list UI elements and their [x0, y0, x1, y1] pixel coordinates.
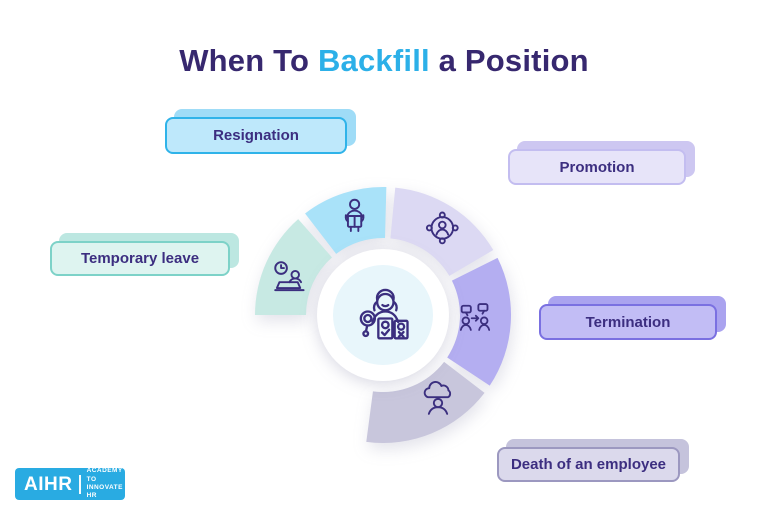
wheel-segments [254, 186, 511, 443]
segment-promotion [390, 187, 494, 276]
aihr-logo-divider [79, 474, 81, 494]
label-temporary-leave: Temporary leave [50, 241, 230, 276]
title-part2: a Position [429, 42, 589, 78]
title-part1: When To [179, 42, 318, 78]
aihr-logo: AIHR ACADEMY TO INNOVATE HR [15, 467, 125, 501]
label-promotion: Promotion [508, 149, 686, 185]
aihr-logo-tagline: ACADEMY TO INNOVATE HR [87, 467, 125, 501]
label-death-of-employee: Death of an employee [497, 447, 680, 482]
page-title: When To Backfill a Position [0, 43, 768, 79]
label-resignation: Resignation [165, 117, 347, 154]
label-promotion-text: Promotion [559, 158, 635, 176]
center-circle [333, 265, 433, 365]
wheel-center [317, 249, 449, 381]
title-highlight: Backfill [317, 42, 430, 78]
label-death-of-employee-text: Death of an employee [510, 456, 667, 473]
label-termination: Termination [539, 304, 717, 340]
segment-death [366, 361, 485, 443]
label-temporary-leave-text: Temporary leave [80, 250, 200, 267]
segment-termination [447, 257, 511, 386]
aihr-tagline-line1: ACADEMY TO [86, 467, 123, 483]
label-resignation-text: Resignation [213, 127, 299, 144]
label-termination-text: Termination [585, 313, 671, 331]
aihr-tagline-line2: INNOVATE HR [86, 484, 123, 500]
segment-temporary-leave [254, 219, 332, 315]
aihr-logo-brand: AIHR [24, 473, 73, 495]
